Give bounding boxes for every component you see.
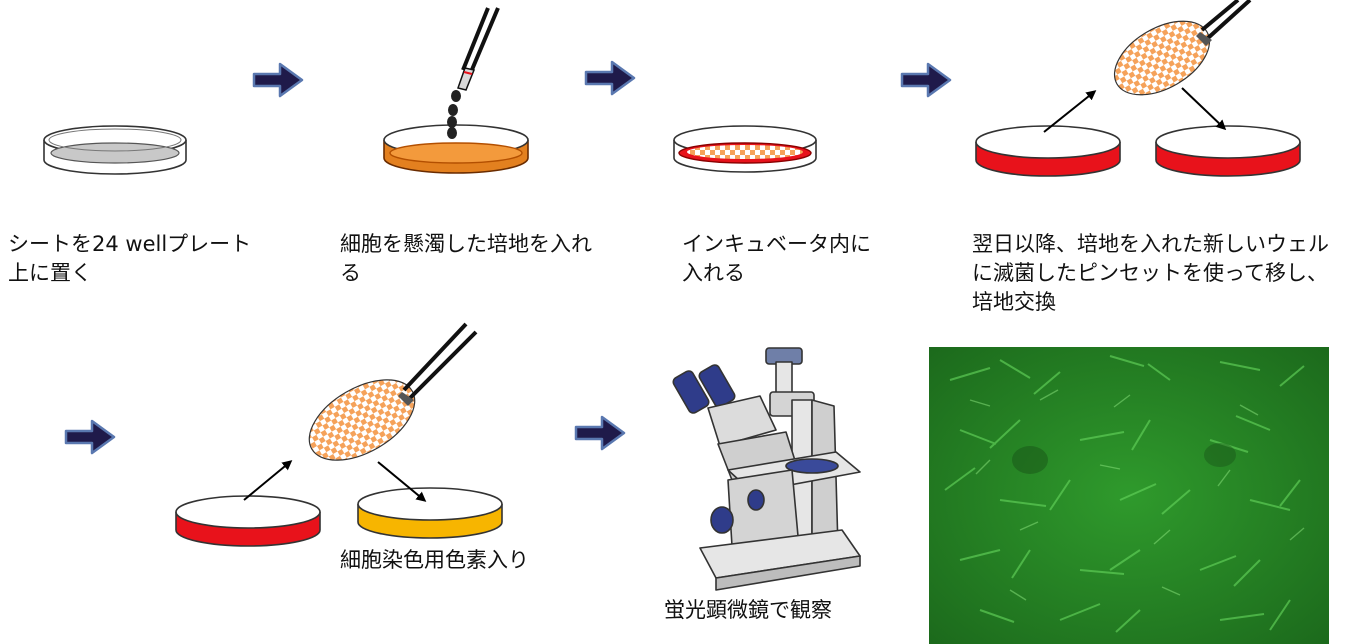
dish-red-right <box>1155 125 1301 177</box>
flow-arrow-2 <box>584 60 636 96</box>
step-1-caption: シートを24 wellプレート上に置く <box>8 232 252 285</box>
fluorescence-image <box>929 347 1329 644</box>
flow-arrow-1 <box>252 62 304 98</box>
dish-incubated <box>673 125 817 173</box>
sheet-checkered-2 <box>308 379 416 461</box>
tweezers-icon-2 <box>398 322 478 406</box>
flow-arrow-3 <box>900 62 952 98</box>
microscope-icon <box>672 347 861 591</box>
dish-red-row2 <box>175 495 321 547</box>
place-arrow-2 <box>377 461 427 502</box>
lift-arrow-1 <box>1043 90 1097 133</box>
step-4-caption: 翌日以降、培地を入れた新しいウェルに滅菌したピンセットを使って移し、培地交換 <box>972 232 1329 314</box>
flow-arrow-5 <box>574 415 626 451</box>
dish-empty-sheet <box>43 125 187 175</box>
dish-yellow-stain <box>357 487 503 539</box>
pipette-icon <box>447 7 500 139</box>
lift-arrow-2 <box>243 460 293 501</box>
dish-orange-medium <box>383 124 529 174</box>
sheet-checkered-1 <box>1113 20 1211 96</box>
step-2-caption: 細胞を懸濁した培地を入れる <box>340 232 592 285</box>
tweezers-icon-1 <box>1196 0 1252 46</box>
flow-arrow-4 <box>64 419 116 455</box>
place-arrow-1 <box>1181 87 1227 131</box>
dish-red-left <box>975 125 1121 177</box>
step-6-caption: 蛍光顕微鏡で観察 <box>664 598 832 622</box>
step-5-caption: 細胞染色用色素入り <box>340 548 529 572</box>
step-3-caption: インキュベータ内に入れる <box>682 232 871 285</box>
